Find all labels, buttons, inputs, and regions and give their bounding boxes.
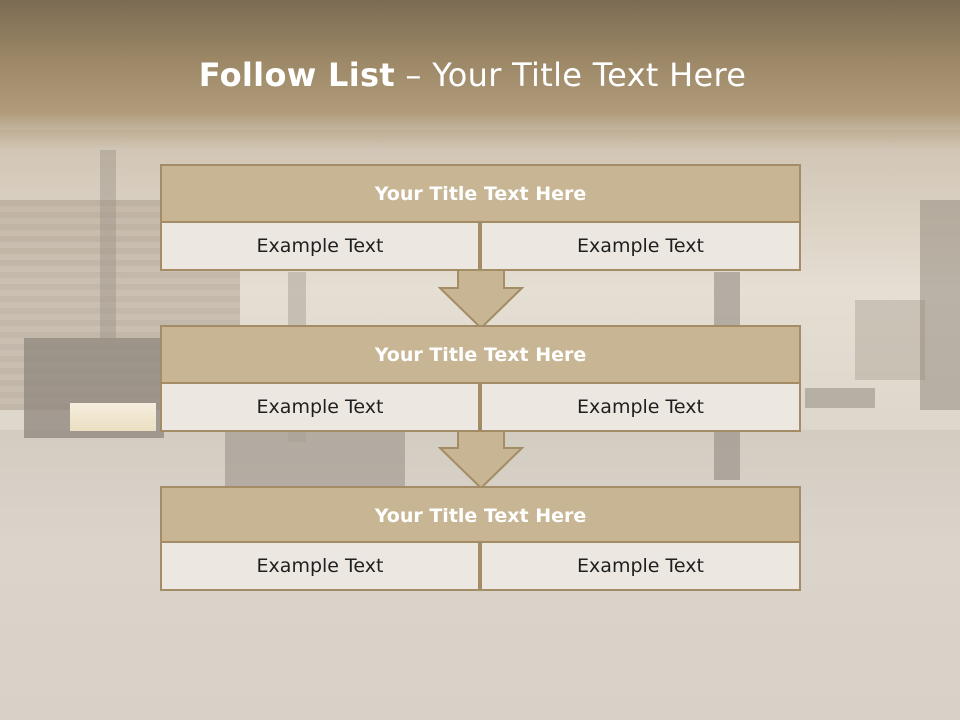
block-title[interactable]: Your Title Text Here [160, 486, 801, 545]
slide-title[interactable]: Follow List – Your Title Text Here [0, 56, 945, 94]
bg-shelf [855, 300, 925, 380]
block-cell-left[interactable]: Example Text [160, 221, 480, 271]
bg-wall [920, 200, 960, 410]
block-cell-right[interactable]: Example Text [480, 221, 801, 271]
title-rest: – Your Title Text Here [394, 56, 747, 94]
bg-table [805, 388, 875, 408]
bg-fire [70, 403, 156, 431]
title-band [0, 0, 960, 150]
block-title[interactable]: Your Title Text Here [160, 164, 801, 223]
block-cell-right[interactable]: Example Text [480, 541, 801, 591]
block-row: Example Text Example Text [160, 541, 801, 591]
block-cell-left[interactable]: Example Text [160, 382, 480, 432]
block-title[interactable]: Your Title Text Here [160, 325, 801, 384]
down-arrow-icon [438, 268, 524, 330]
block-cell-left[interactable]: Example Text [160, 541, 480, 591]
block-cell-right[interactable]: Example Text [480, 382, 801, 432]
block-row: Example Text Example Text [160, 382, 801, 432]
block-row: Example Text Example Text [160, 221, 801, 271]
bg-pillar [100, 150, 116, 340]
title-bold: Follow List [198, 56, 395, 94]
bg-sofa [225, 432, 405, 487]
down-arrow-icon [438, 428, 524, 490]
